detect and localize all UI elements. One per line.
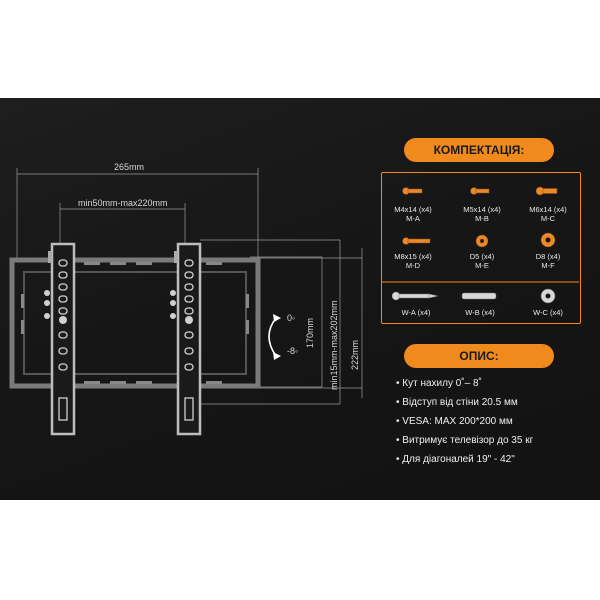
kit-item-m-f: D8 (x4)M-F: [535, 252, 561, 270]
bracket-diagram: [9, 168, 363, 436]
screw-icon: [402, 186, 558, 245]
width-total-label: 265mm: [114, 162, 145, 172]
fixing-icon: [391, 288, 556, 304]
description-title: ОПИС:: [404, 344, 554, 368]
dark-panel: 265mm min50mm-max220mm 0◦ -8◦ 170mm min1…: [0, 98, 600, 500]
kit-item-m-c: M6x14 (x4)M-C: [529, 205, 567, 223]
kit-item-m-a: M4x14 (x4)M-A: [394, 205, 432, 223]
tilt-bottom-label: -8◦: [287, 346, 299, 356]
kit-title: КОМПЕКТАЦІЯ:: [404, 138, 554, 162]
description-item: VESA: MAX 200*200 мм: [396, 416, 512, 427]
width-vesa-label: min50mm-max220mm: [78, 198, 168, 208]
description-item: Відступ від стіни 20.5 мм: [396, 397, 517, 408]
kit-item-m-b: M5x14 (x4)M-B: [463, 205, 501, 223]
tilt-top-label: 0◦: [287, 313, 296, 323]
description-item: Витримує телевізор до 35 кг: [396, 435, 533, 446]
kit-item-m-e: D5 (x4)M-E: [469, 252, 495, 270]
description-item: Для діагоналей 19" - 42": [396, 454, 515, 465]
kit-item-w-c: W-C (x4): [533, 308, 563, 317]
kit-item-w-b: W-B (x4): [465, 308, 495, 317]
kit-icons: [381, 186, 579, 304]
washer-icon: [475, 232, 556, 248]
kit-item-w-a: W-A (x4): [401, 308, 431, 317]
kit-box: [381, 172, 581, 324]
description-item: Кут нахилу 0˚– 8˚: [396, 378, 482, 389]
kit-item-m-d: M8x15 (x4)M-D: [394, 252, 432, 270]
